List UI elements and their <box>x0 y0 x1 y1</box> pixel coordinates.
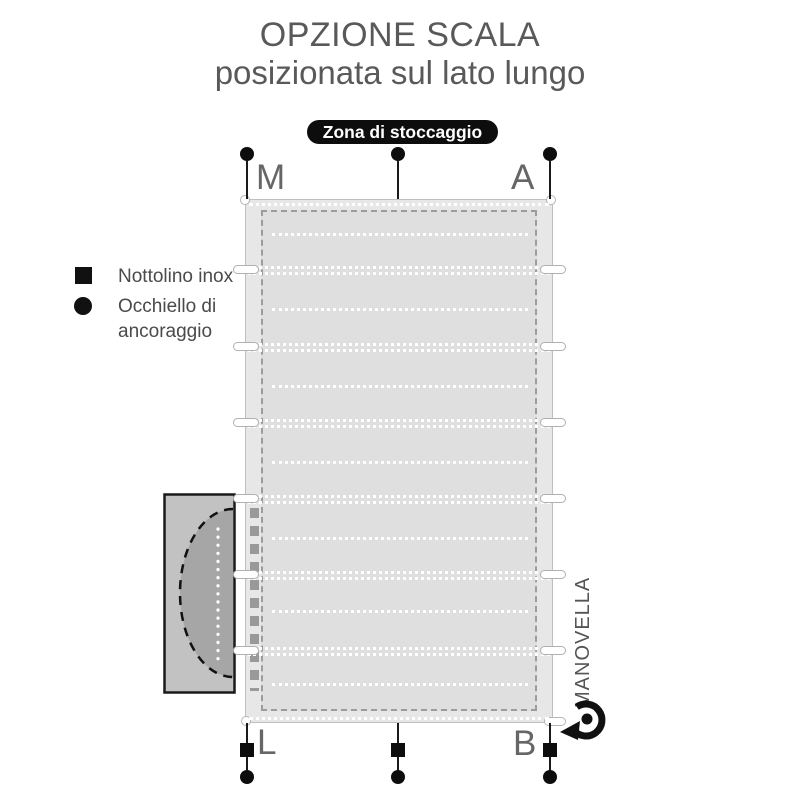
edge-cleat-left <box>233 342 259 351</box>
seam-stitch-line <box>248 349 550 352</box>
anchor-eyelet-dot-top <box>543 147 557 161</box>
corner-eyelet-top-right <box>546 195 556 205</box>
corner-label-l: L <box>257 723 277 762</box>
seam-stitch-line <box>248 653 550 656</box>
hem-stitch-line <box>249 203 549 206</box>
seam-stitch-line <box>248 425 550 428</box>
seam-stitch-line <box>248 266 550 269</box>
panel-stitch-line <box>272 683 528 686</box>
corner-label-b: B <box>513 724 537 763</box>
cover-dashed-panel <box>261 210 537 711</box>
edge-cleat-right <box>540 418 566 427</box>
hem-stitch-line <box>249 717 549 720</box>
legend-square-marker <box>75 267 92 284</box>
edge-cleat-right <box>540 646 566 655</box>
seam-stitch-line <box>248 495 550 498</box>
page-subtitle: posizionata sul lato lungo <box>214 54 586 91</box>
corner-label-a: A <box>511 158 535 197</box>
corner-eyelet-top-left <box>240 195 250 205</box>
storage-zone-badge: Zona di stoccaggio <box>307 120 498 144</box>
edge-cleat-left <box>233 418 259 427</box>
pawl-square-bottom <box>391 743 405 757</box>
panel-stitch-line <box>272 537 528 540</box>
seam-stitch-line <box>248 647 550 650</box>
anchor-eyelet-dot-bottom <box>240 770 254 784</box>
ladder-zone-dashed-edge <box>250 508 259 691</box>
page-title: OPZIONE SCALA <box>259 16 541 54</box>
panel-stitch-line <box>272 610 528 613</box>
anchor-eyelet-dot-bottom <box>543 770 557 784</box>
panel-stitch-line <box>272 308 528 311</box>
edge-cleat-right <box>540 265 566 274</box>
anchor-eyelet-dot-top <box>391 147 405 161</box>
anchor-stem-top <box>246 161 248 199</box>
title-block: OPZIONE SCALA posizionata sul lato lungo <box>0 16 800 92</box>
seam-stitch-line <box>248 571 550 574</box>
seam-stitch-line <box>248 343 550 346</box>
edge-cleat-right <box>540 342 566 351</box>
edge-cleat-left <box>233 646 259 655</box>
edge-cleat-left <box>233 265 259 274</box>
panel-stitch-line <box>272 233 528 236</box>
crank-arc <box>571 700 606 740</box>
edge-cleat-left <box>233 570 259 579</box>
corner-label-m: M <box>256 158 286 197</box>
legend-item-occhiello: Occhiello di ancoraggio <box>118 296 217 342</box>
corner-eyelet-bottom-right <box>544 717 566 726</box>
seam-stitch-line <box>248 272 550 275</box>
ladder-halfdisc <box>178 507 234 679</box>
pawl-square-bottom <box>240 743 254 757</box>
seam-stitch-line <box>248 501 550 504</box>
edge-cleat-right <box>540 570 566 579</box>
crank-rotation-icon <box>560 700 606 740</box>
panel-stitch-line <box>272 461 528 464</box>
crank-label: MANOVELLA <box>572 576 594 708</box>
anchor-stem-top <box>549 161 551 199</box>
anchor-eyelet-dot-top <box>240 147 254 161</box>
edge-cleat-right <box>540 494 566 503</box>
panel-stitch-line <box>272 385 528 388</box>
seam-stitch-line <box>248 419 550 422</box>
anchor-eyelet-dot-bottom <box>391 770 405 784</box>
legend-circle-marker <box>74 297 92 315</box>
edge-cleat-left <box>233 494 259 503</box>
legend-item-nottolino: Nottolino inox <box>118 266 234 287</box>
pawl-square-bottom <box>543 743 557 757</box>
anchor-stem-top <box>397 161 399 199</box>
crank-arrowhead <box>560 721 580 740</box>
crank-axis-dot <box>581 713 593 725</box>
ladder-box <box>163 493 236 694</box>
seam-stitch-line <box>248 577 550 580</box>
